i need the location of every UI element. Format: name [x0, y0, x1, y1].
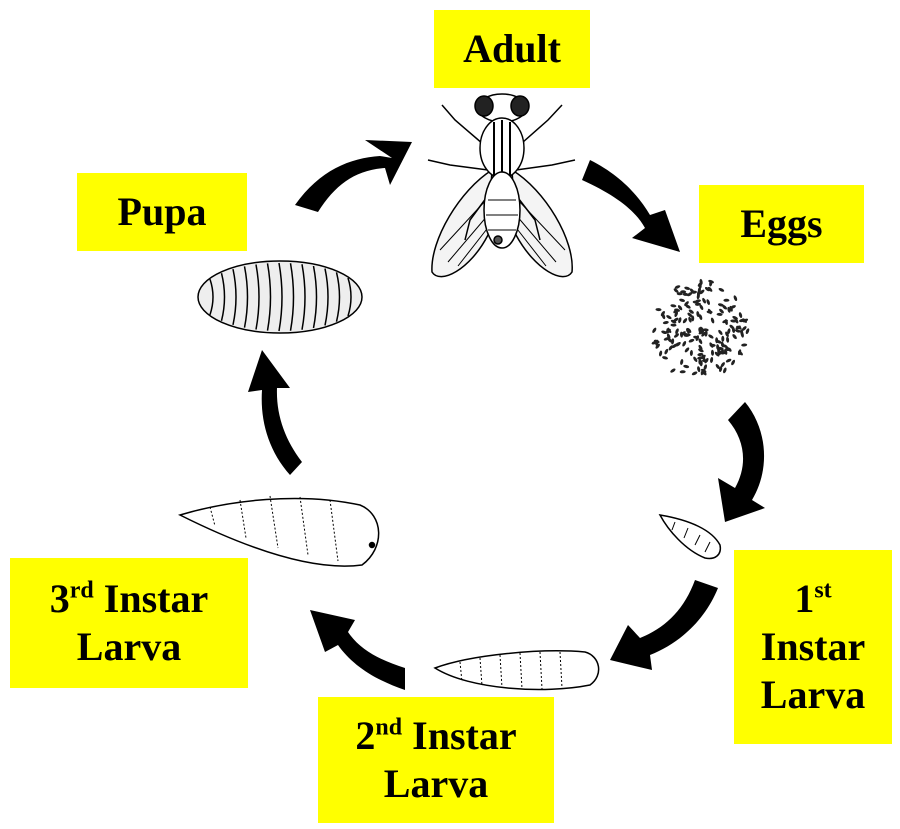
egg	[663, 321, 669, 325]
arrow-third-to-pupa	[248, 350, 302, 475]
second-instar-word: Instar	[402, 713, 516, 758]
label-eggs: Eggs	[699, 185, 864, 263]
egg	[659, 350, 663, 356]
label-adult: Adult	[434, 10, 590, 88]
label-first-instar-line-1: 1st	[794, 575, 831, 623]
egg	[741, 343, 747, 347]
egg	[684, 347, 690, 353]
egg	[725, 358, 732, 363]
third-ordinal-number: 3	[50, 576, 70, 621]
egg	[717, 329, 723, 336]
fly-icon	[428, 94, 575, 277]
egg	[708, 334, 715, 340]
first-ordinal-number: 1	[794, 576, 814, 621]
label-third-instar: 3rd Instar Larva	[10, 558, 248, 688]
egg	[683, 364, 689, 368]
label-second-instar-line-2: Larva	[384, 760, 488, 808]
label-adult-line-1: Adult	[463, 25, 561, 73]
egg	[723, 299, 729, 302]
egg-cluster-icon	[651, 279, 750, 376]
egg	[670, 323, 676, 326]
third-instar-word: Instar	[94, 576, 208, 621]
egg	[706, 299, 711, 306]
label-third-instar-line-2: Larva	[77, 623, 181, 671]
label-first-instar: 1st Instar Larva	[734, 550, 892, 744]
egg	[688, 338, 695, 343]
egg	[710, 317, 715, 324]
arrow-first-to-second	[610, 580, 718, 670]
egg	[666, 314, 673, 320]
egg	[718, 287, 725, 292]
arrow-pupa-to-adult	[295, 140, 412, 212]
third-ordinal-suffix: rd	[70, 578, 94, 604]
egg	[684, 286, 691, 290]
egg	[681, 340, 686, 347]
egg	[690, 350, 693, 356]
egg	[738, 312, 743, 319]
egg	[680, 370, 686, 373]
egg	[701, 297, 706, 304]
egg	[692, 356, 698, 363]
egg	[711, 350, 714, 356]
egg	[670, 304, 676, 308]
egg	[662, 356, 669, 361]
egg	[671, 338, 675, 344]
egg	[726, 337, 730, 343]
egg	[697, 366, 701, 373]
egg	[710, 357, 714, 363]
label-second-instar-line-1: 2nd Instar	[355, 712, 516, 760]
arrow-eggs-to-first	[718, 402, 765, 522]
egg	[721, 336, 724, 342]
second-ordinal-number: 2	[355, 713, 375, 758]
egg	[678, 317, 682, 324]
egg	[722, 367, 727, 374]
arrow-adult-to-eggs	[582, 160, 680, 252]
egg	[691, 371, 698, 376]
small-larva-icon	[660, 515, 720, 558]
egg	[651, 327, 657, 334]
large-larva-icon	[180, 496, 379, 566]
pupa-icon	[198, 261, 362, 333]
egg	[680, 359, 684, 365]
egg	[679, 298, 686, 303]
arrow-second-to-third	[310, 610, 405, 690]
label-eggs-line-1: Eggs	[740, 200, 822, 248]
egg	[732, 333, 738, 340]
label-first-instar-line-2: Instar	[761, 623, 865, 671]
egg	[664, 348, 669, 355]
medium-larva-icon	[435, 651, 599, 690]
label-second-instar: 2nd Instar Larva	[318, 697, 554, 823]
label-first-instar-line-3: Larva	[761, 671, 865, 719]
egg	[655, 308, 661, 311]
label-third-instar-line-1: 3rd Instar	[50, 575, 208, 623]
first-ordinal-suffix: st	[814, 578, 831, 604]
egg	[682, 317, 688, 324]
egg	[717, 313, 723, 316]
label-pupa: Pupa	[77, 173, 247, 251]
egg	[670, 368, 677, 374]
second-ordinal-suffix: nd	[375, 715, 402, 741]
label-pupa-line-1: Pupa	[118, 188, 207, 236]
egg	[733, 295, 738, 302]
